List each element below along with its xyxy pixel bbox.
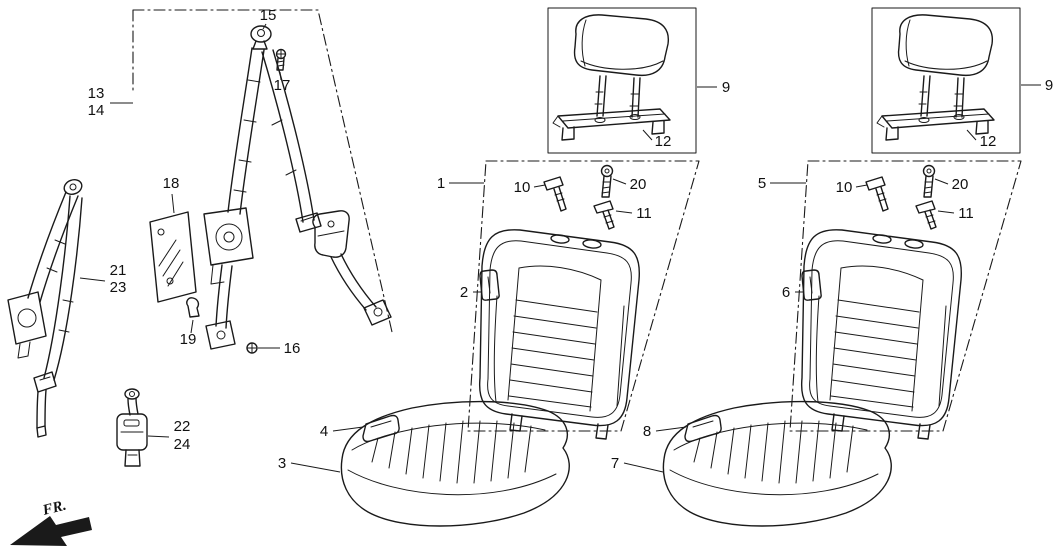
callout-18: 18 [163, 175, 180, 192]
callout-12-left: 12 [655, 133, 672, 150]
inner-seat-belt-assembly [132, 9, 393, 354]
belt-retractor [7, 291, 47, 359]
callout-labels: 13 14 15 17 18 21 23 19 16 22 24 9 12 9 … [88, 7, 1054, 472]
seat-back-assembly-right [789, 160, 1022, 440]
anchor-screw [275, 48, 287, 71]
grommet-clip [186, 297, 200, 318]
headrest-assembly-right [871, 7, 1021, 154]
callout-23: 23 [110, 279, 127, 296]
fr-direction-marker: FR. [10, 498, 92, 546]
belt-upper-anchor [63, 179, 83, 195]
callout-1: 1 [437, 175, 445, 192]
callout-9-right: 9 [1045, 77, 1053, 94]
callout-8: 8 [643, 423, 651, 440]
seat-belt-buckle-assembly [116, 388, 148, 467]
callout-20-left: 20 [630, 176, 647, 193]
callout-15: 15 [260, 7, 277, 24]
leader-lines [79, 23, 1041, 473]
callout-10-right: 10 [836, 179, 853, 196]
anchor-bolt [246, 342, 258, 354]
belt-buckle [312, 210, 350, 258]
callout-16: 16 [284, 340, 301, 357]
belt-end-anchor [363, 299, 392, 326]
callout-7: 7 [611, 455, 619, 472]
belt-group-border [132, 9, 393, 333]
callout-21: 21 [110, 262, 127, 279]
callout-9-left: 9 [722, 79, 730, 96]
callout-22: 22 [174, 418, 191, 435]
callout-5: 5 [758, 175, 766, 192]
buckle-body [116, 413, 148, 451]
callout-12-right: 12 [980, 133, 997, 150]
belt-retractor [203, 207, 254, 285]
shoulder-belt-webbing [27, 191, 79, 303]
anchor-ring [250, 25, 272, 50]
shoulder-belt-webbing [227, 47, 265, 215]
callout-13: 13 [88, 85, 105, 102]
callout-20-right: 20 [952, 176, 969, 193]
callout-17: 17 [274, 77, 291, 94]
callout-10-left: 10 [514, 179, 531, 196]
callout-4: 4 [320, 423, 328, 440]
callout-6: 6 [782, 284, 790, 301]
callout-3: 3 [278, 455, 286, 472]
callout-24: 24 [174, 436, 191, 453]
callout-19: 19 [180, 331, 197, 348]
fr-arrow-icon [10, 516, 92, 546]
callout-2: 2 [460, 284, 468, 301]
callout-11-right: 11 [958, 205, 974, 222]
callout-11-left: 11 [636, 205, 652, 222]
seat-cushion-assembly-left [340, 400, 570, 527]
seat-cushion-assembly-right [662, 400, 892, 527]
callout-14: 14 [88, 102, 105, 119]
headrest-assembly-left [547, 7, 697, 154]
belt-tongue-plate [33, 371, 57, 393]
belt-lower-anchor [205, 320, 236, 350]
seat-back-assembly-left [467, 160, 700, 440]
caution-plate [149, 211, 197, 303]
belt-tongue-plate [295, 212, 322, 233]
outer-seat-belt-assembly [7, 179, 83, 438]
fr-label: FR. [40, 498, 68, 520]
